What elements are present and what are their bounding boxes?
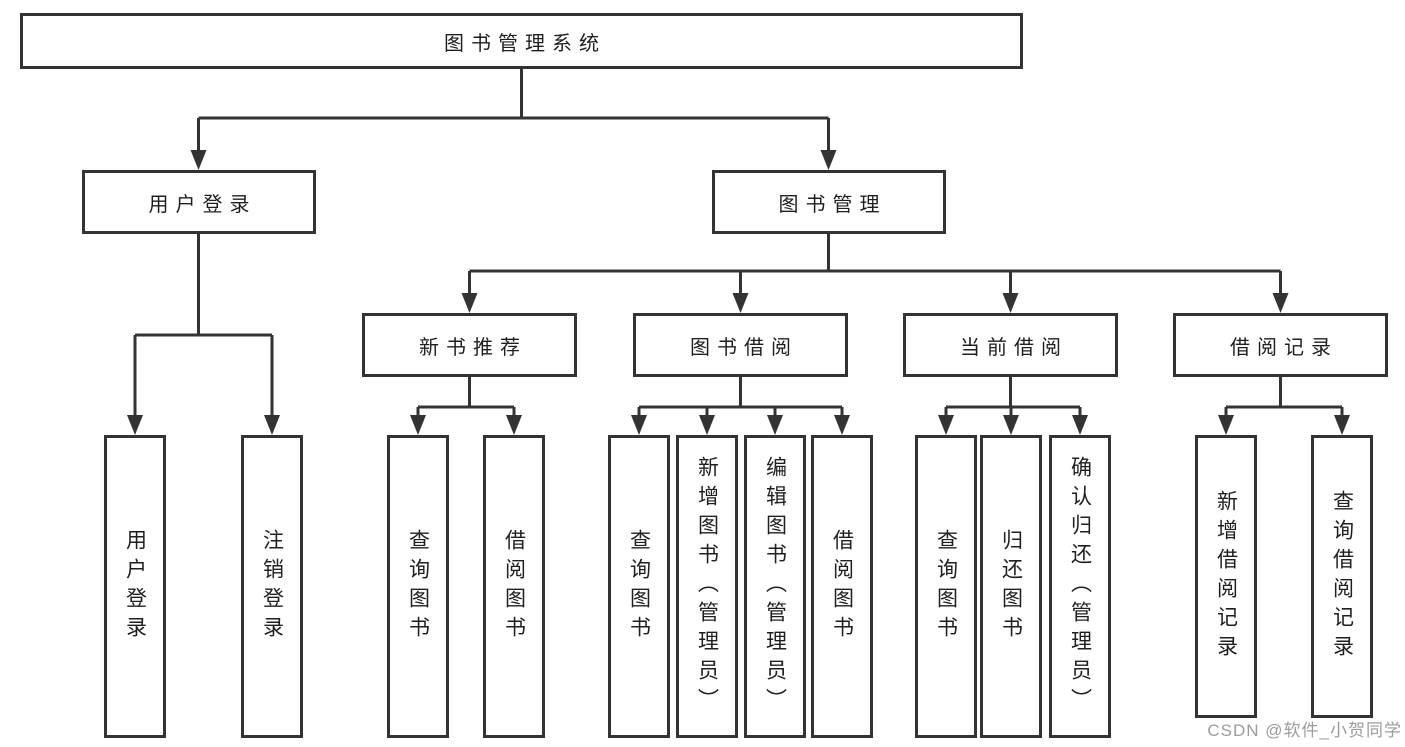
leaf-query-books-recommend: 查询图书 xyxy=(387,435,449,738)
node-book-borrow: 图书借阅 xyxy=(633,313,848,377)
leaf-user-login: 用户登录 xyxy=(104,435,166,738)
leaf-borrow-books: 借阅图书 xyxy=(811,435,873,738)
node-current-borrow-label: 当前借阅 xyxy=(960,336,1068,359)
leaf-borrow-books-recommend-label: 借阅图书 xyxy=(502,528,526,645)
leaf-confirm-return-admin-label: 确认归还（管理员） xyxy=(1068,456,1092,717)
leaf-logout: 注销登录 xyxy=(241,435,303,738)
leaf-query-books-current: 查询图书 xyxy=(915,435,977,738)
node-current-borrow: 当前借阅 xyxy=(903,313,1118,377)
leaf-query-books-current-label: 查询图书 xyxy=(934,528,958,645)
leaf-confirm-return-admin: 确认归还（管理员） xyxy=(1049,435,1111,738)
leaf-borrow-books-label: 借阅图书 xyxy=(830,528,854,645)
leaf-user-login-label: 用户登录 xyxy=(123,528,147,645)
leaf-edit-books-admin-label: 编辑图书（管理员） xyxy=(763,456,787,717)
leaf-query-borrow-record-label: 查询借阅记录 xyxy=(1330,489,1354,664)
leaf-query-books-borrow: 查询图书 xyxy=(608,435,670,738)
node-book-management: 图书管理 xyxy=(712,170,946,234)
leaf-logout-label: 注销登录 xyxy=(260,528,284,645)
node-new-book-recommend-label: 新书推荐 xyxy=(419,336,527,359)
leaf-add-books-admin: 新增图书（管理员） xyxy=(676,435,738,738)
node-book-management-label: 图书管理 xyxy=(778,193,887,216)
watermark: CSDN @软件_小贺同学 xyxy=(1207,721,1402,740)
node-new-book-recommend: 新书推荐 xyxy=(362,313,577,377)
leaf-query-books-borrow-label: 查询图书 xyxy=(627,528,651,645)
arrowheads xyxy=(127,150,1350,435)
node-book-borrow-label: 图书借阅 xyxy=(690,336,798,359)
node-library-system: 图书管理系统 xyxy=(20,13,1023,69)
node-user-login: 用户登录 xyxy=(82,170,316,234)
leaf-add-books-admin-label: 新增图书（管理员） xyxy=(695,456,719,717)
leaf-borrow-books-recommend: 借阅图书 xyxy=(483,435,545,738)
node-borrow-records-label: 借阅记录 xyxy=(1230,336,1338,359)
leaf-add-borrow-record-label: 新增借阅记录 xyxy=(1214,489,1238,664)
leaf-edit-books-admin: 编辑图书（管理员） xyxy=(744,435,806,738)
leaf-return-books-label: 归还图书 xyxy=(999,528,1023,645)
node-library-system-label: 图书管理系统 xyxy=(444,32,606,55)
leaf-add-borrow-record: 新增借阅记录 xyxy=(1195,435,1257,718)
node-user-login-label: 用户登录 xyxy=(148,193,257,216)
leaf-query-borrow-record: 查询借阅记录 xyxy=(1311,435,1373,718)
leaf-return-books: 归还图书 xyxy=(980,435,1042,738)
leaf-query-books-recommend-label: 查询图书 xyxy=(406,528,430,645)
node-borrow-records: 借阅记录 xyxy=(1173,313,1388,377)
